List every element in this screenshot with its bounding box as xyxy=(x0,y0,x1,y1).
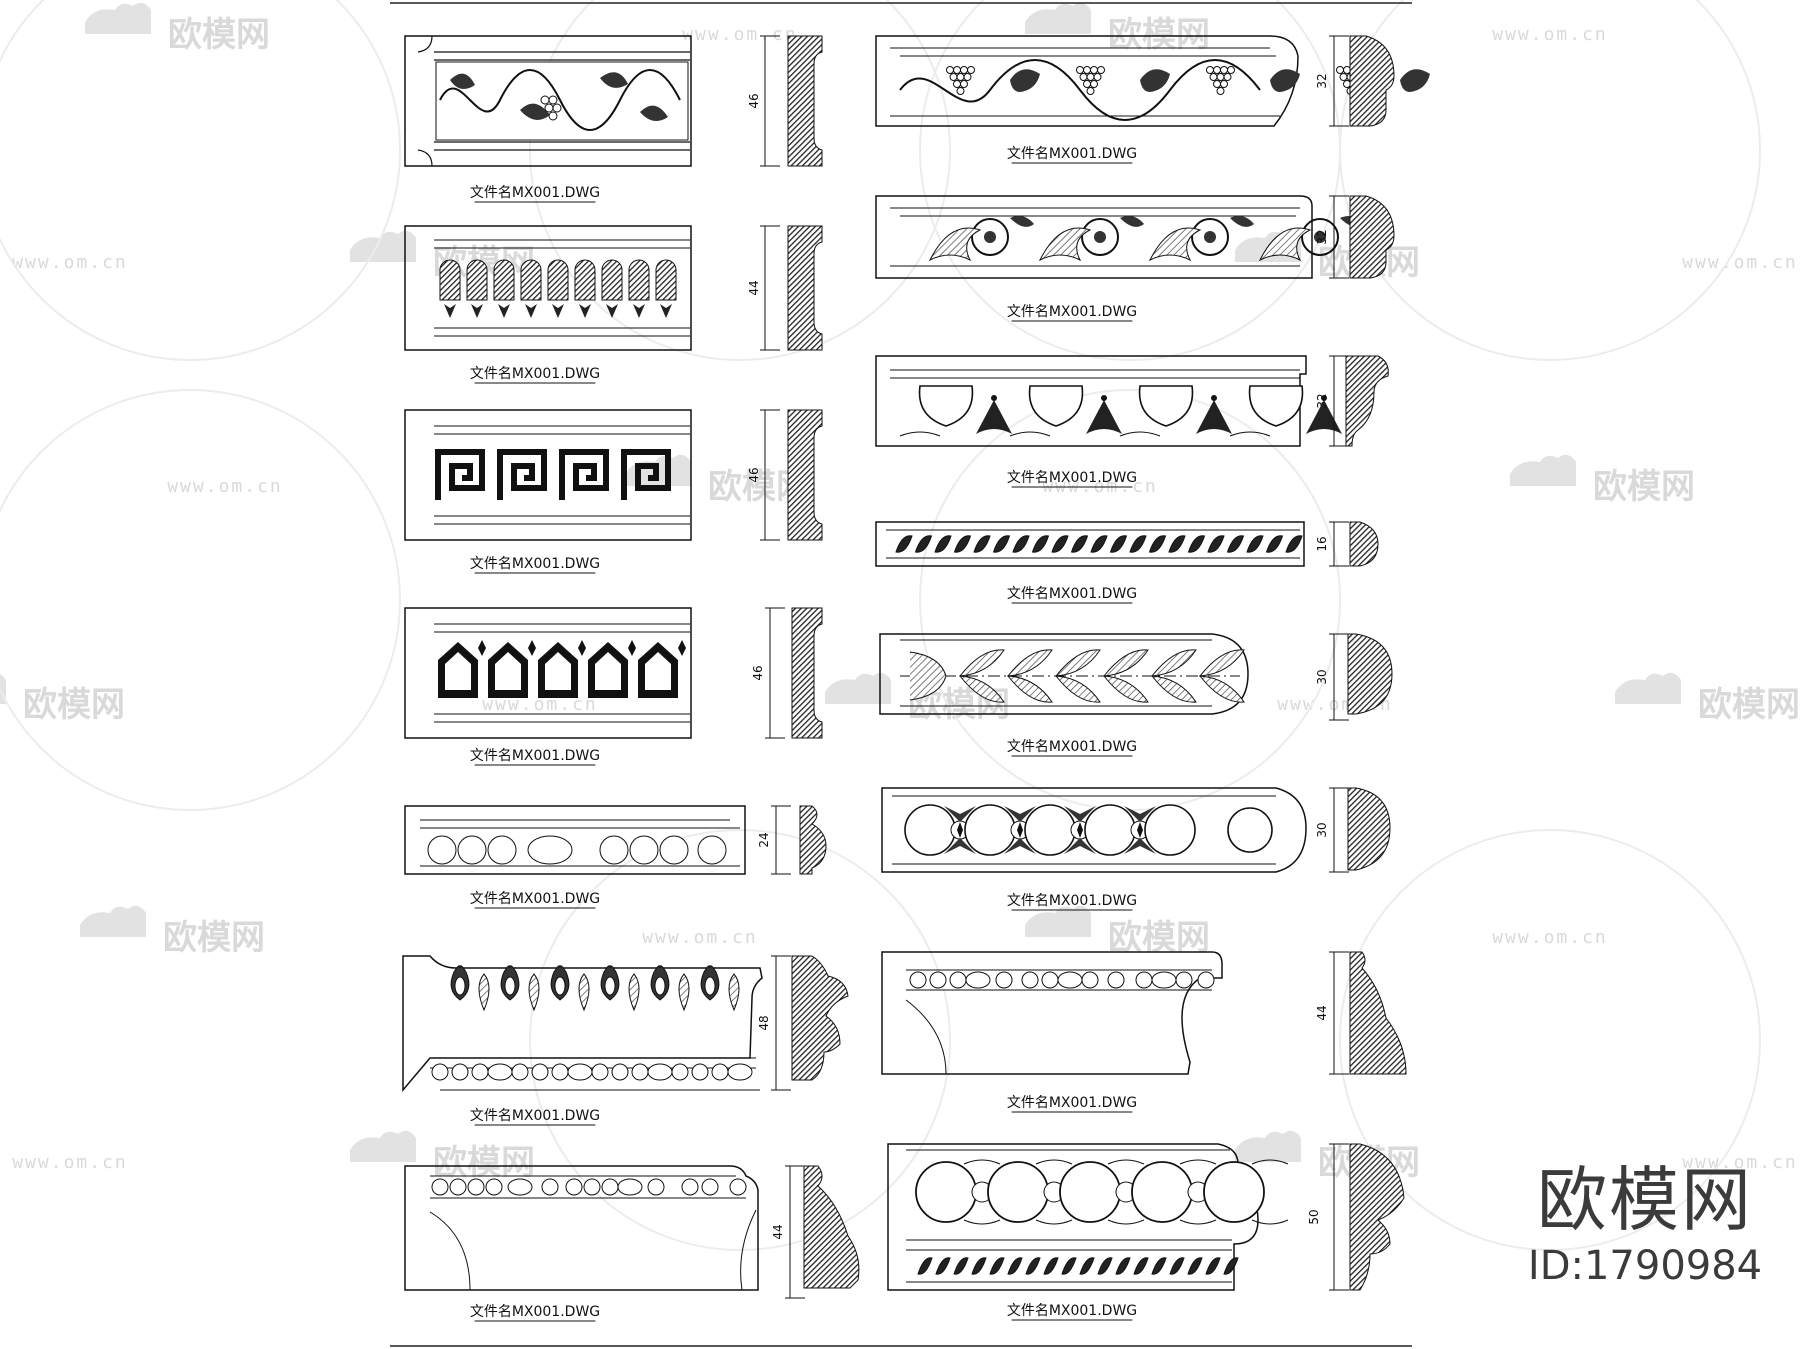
watermark-logo-icon xyxy=(1025,905,1091,937)
caption-right-6: 文件名MX001.DWG xyxy=(1007,893,1137,909)
watermark-logo-icon xyxy=(80,905,146,937)
watermark-logo-icon xyxy=(1615,672,1681,704)
watermark-url: www.om.cn xyxy=(1492,24,1608,45)
dimension-right-2: 32 xyxy=(1315,229,1329,244)
molding-left-5 xyxy=(404,805,827,875)
watermark-logo-icon xyxy=(825,672,891,704)
watermark-ring xyxy=(529,829,951,1251)
molding-left-3 xyxy=(404,409,823,541)
watermark-brand: 欧模网 xyxy=(433,1143,535,1183)
watermark-url: www.om.cn xyxy=(12,252,128,273)
dimension-right-4: 16 xyxy=(1315,536,1329,551)
brand-block: 欧模网 ID:1790984 xyxy=(1505,1158,1785,1290)
caption-left-5: 文件名MX001.DWG xyxy=(470,891,600,907)
dimension-left-5: 24 xyxy=(757,832,771,847)
molding-right-6 xyxy=(881,787,1391,873)
dimension-left-1: 46 xyxy=(747,93,761,108)
watermark-url: www.om.cn xyxy=(482,694,598,715)
watermark-logo-icon xyxy=(85,2,151,35)
molding-left-1 xyxy=(404,35,823,167)
watermark-url: www.om.cn xyxy=(1682,252,1798,273)
watermark-ring xyxy=(1339,0,1761,361)
molding-right-1 xyxy=(875,35,1430,127)
watermark-ring xyxy=(0,0,401,361)
caption-left-7: 文件名MX001.DWG xyxy=(470,1304,600,1320)
caption-left-6: 文件名MX001.DWG xyxy=(470,1108,600,1124)
caption-right-1: 文件名MX001.DWG xyxy=(1007,146,1137,162)
dimension-right-1: 32 xyxy=(1315,73,1329,88)
watermark-url: www.om.cn xyxy=(167,476,283,497)
dimension-right-6: 30 xyxy=(1315,822,1329,837)
molding-right-4 xyxy=(875,521,1379,567)
caption-right-5: 文件名MX001.DWG xyxy=(1007,739,1137,755)
watermark-logo-icon xyxy=(1510,454,1576,486)
watermark-logo-icon xyxy=(1025,2,1091,35)
caption-right-2: 文件名MX001.DWG xyxy=(1007,304,1137,320)
molding-left-2 xyxy=(404,225,823,351)
watermark-url: www.om.cn xyxy=(12,1152,128,1173)
molding-right-8 xyxy=(887,1143,1405,1291)
dimension-right-7: 44 xyxy=(1315,1005,1329,1020)
dimension-right-8: 50 xyxy=(1307,1209,1321,1224)
watermark-logo-icon xyxy=(350,230,416,262)
watermark-brand: 欧模网 xyxy=(23,685,125,725)
watermark-brand: 欧模网 xyxy=(1698,685,1800,725)
caption-left-4: 文件名MX001.DWG xyxy=(470,748,600,764)
dimension-left-3: 46 xyxy=(747,467,761,482)
watermark-url: www.om.cn xyxy=(682,24,798,45)
watermark-ring xyxy=(529,0,951,361)
dimension-left-7: 44 xyxy=(771,1224,785,1239)
watermark-brand: 欧模网 xyxy=(1593,467,1695,507)
caption-right-4: 文件名MX001.DWG xyxy=(1007,586,1137,602)
molding-left-6 xyxy=(402,955,849,1093)
brand-name: 欧模网 xyxy=(1537,1159,1753,1241)
model-id: ID:1790984 xyxy=(1527,1243,1763,1289)
molding-left-7 xyxy=(404,1165,860,1299)
label-layer: 文件名MX001.DWG 46 文件名MX001.DWG 44 文件名MX001.DWG… xyxy=(470,73,1329,1322)
dimension-left-4: 46 xyxy=(751,665,765,680)
dimension-right-5: 30 xyxy=(1315,669,1329,684)
caption-right-8: 文件名MX001.DWG xyxy=(1007,1303,1137,1319)
dimension-left-6: 48 xyxy=(757,1015,771,1030)
molding-right-3 xyxy=(875,355,1389,447)
watermark-brand: 欧模网 xyxy=(1108,15,1210,55)
watermark-logo-icon xyxy=(1235,1130,1301,1162)
molding-right-7 xyxy=(881,951,1407,1075)
caption-right-7: 文件名MX001.DWG xyxy=(1007,1095,1137,1111)
watermark-brand: 欧模网 xyxy=(163,918,265,958)
watermark-url: www.om.cn xyxy=(1682,1152,1798,1173)
watermark-logo-icon xyxy=(350,1130,416,1162)
watermark-ring xyxy=(1339,829,1761,1251)
dimension-left-2: 44 xyxy=(747,280,761,295)
caption-left-2: 文件名MX001.DWG xyxy=(470,366,600,382)
molding-right-5 xyxy=(879,633,1393,721)
caption-left-1: 文件名MX001.DWG xyxy=(470,185,600,201)
watermark-url: www.om.cn xyxy=(642,927,758,948)
watermark-url: www.om.cn xyxy=(1492,927,1608,948)
watermark-ring xyxy=(0,389,401,811)
molding-right-2 xyxy=(875,195,1395,279)
caption-left-3: 文件名MX001.DWG xyxy=(470,556,600,572)
watermark-brand: 欧模网 xyxy=(168,15,270,55)
watermark-layer: 欧模网www.om.cn欧模网www.om.cnwww.om.cn欧模网欧模网w… xyxy=(0,0,1800,1251)
molding-left-4 xyxy=(404,607,823,739)
caption-right-3: 文件名MX001.DWG xyxy=(1007,470,1137,486)
dimension-right-3: 32 xyxy=(1315,393,1329,408)
